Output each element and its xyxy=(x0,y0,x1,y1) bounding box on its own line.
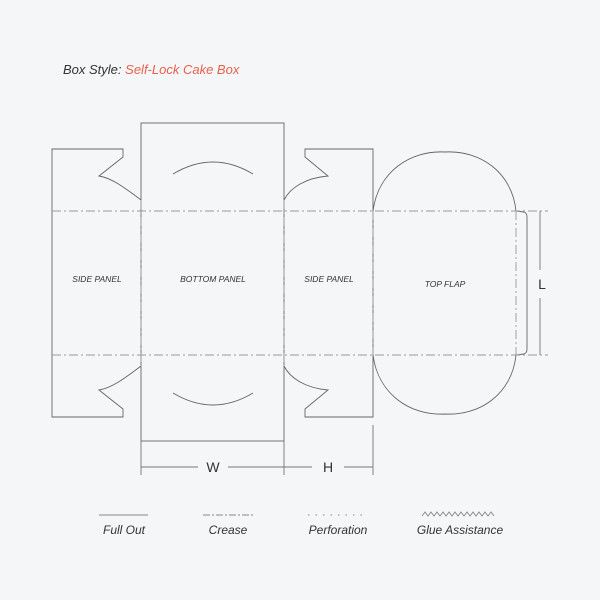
left-side-panel-outline xyxy=(51,148,142,418)
legend-full-out: Full Out xyxy=(102,523,146,537)
dimension-lines xyxy=(140,211,541,475)
legend-glue-assistance: Glue Assistance xyxy=(416,523,504,537)
legend-crease: Crease xyxy=(208,523,248,537)
length-dimension-label: L xyxy=(538,276,546,292)
top-flap-label: TOP FLAP xyxy=(424,279,466,289)
legend-samples xyxy=(99,511,495,517)
lock-slot-bottom xyxy=(172,392,254,406)
glue-tab-outline xyxy=(515,210,528,356)
title-value: Self-Lock Cake Box xyxy=(125,62,240,77)
height-dimension-label: H xyxy=(322,459,334,475)
box-style-title: Box Style: Self-Lock Cake Box xyxy=(63,62,239,77)
width-dimension-label: W xyxy=(206,459,220,475)
crease-lines xyxy=(52,200,548,366)
top-flap-lower-outline xyxy=(372,354,517,415)
top-flap-upper-outline xyxy=(372,151,517,212)
side-panel-left-label: SIDE PANEL xyxy=(72,274,122,284)
bottom-panel-label: BOTTOM PANEL xyxy=(180,274,246,284)
title-label: Box Style: xyxy=(63,62,122,77)
side-panel-right-label: SIDE PANEL xyxy=(304,274,354,284)
legend-perforation: Perforation xyxy=(308,523,368,537)
lock-slot-top xyxy=(172,161,254,175)
